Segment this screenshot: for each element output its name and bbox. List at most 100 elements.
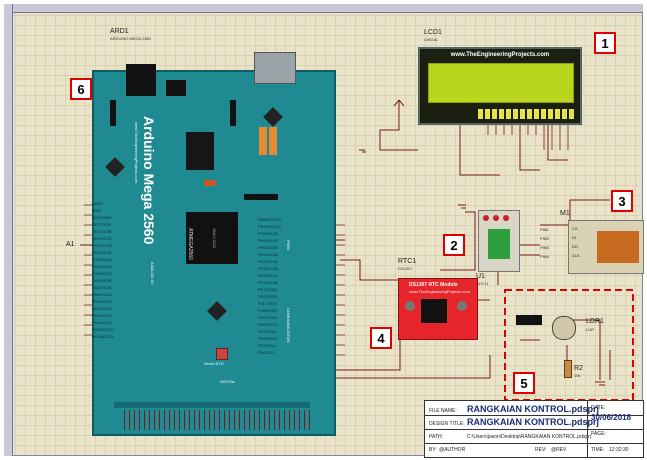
right-pin-label: PD0/SCL (258, 350, 275, 355)
right-pin-label: PH5/OC4C (258, 238, 279, 243)
lcd-screen (428, 63, 574, 103)
board-url: www.TheEngineeringProjects.com (134, 122, 139, 183)
sd-sub-label: DO (572, 244, 578, 249)
left-pin-label: PH5/OC4C (92, 271, 113, 276)
by-label: BY: (429, 447, 437, 453)
mcu-chip: ATMEGA2560 16AU 1126 (186, 212, 238, 264)
right-pin-label: PG5/OC0B (258, 266, 279, 271)
sd-sub-label: CS (572, 226, 578, 231)
file-name-label: FILE NAME: (429, 408, 457, 414)
file-name-value: RANGKAIAN KONTROL.pdsprj (467, 404, 599, 414)
fuse (259, 127, 267, 155)
by-value: @AUTHOR (439, 447, 466, 453)
resistor-r2[interactable] (564, 360, 572, 378)
annotation-5: 5 (513, 372, 535, 394)
dht11-ref: U1 (476, 273, 485, 280)
left-pin-label: PB7/OC0A (92, 306, 112, 311)
right-pin-label: PH1/TXD2 (258, 315, 278, 320)
right-pin-label: PH3/OC4A (258, 252, 278, 257)
regulator (166, 80, 186, 96)
digital-header-strip (114, 402, 310, 408)
right-pin-label: PB5/PCINT5 (258, 217, 281, 222)
lcd-model: LM016L (424, 37, 439, 42)
rtc-battery-2 (457, 301, 467, 311)
left-pin-label: PH4/OC4B (92, 264, 112, 269)
left-pin-label: PE3/OC3A (92, 250, 112, 255)
left-pin-label: PE0/RXD0 (92, 215, 112, 220)
section-analog: ANALOG IN (150, 262, 155, 284)
sd-pin-label: PIN2 (540, 236, 549, 241)
right-pin-label: PD1/SDA (258, 343, 276, 348)
rtc-model: DS1307 (398, 266, 413, 271)
arduino-ref: ARD1 (110, 28, 129, 35)
digital-pin-header[interactable] (124, 410, 312, 430)
annotation-1: 1 (594, 32, 616, 54)
right-pin-label: PH6/OC2B (258, 231, 278, 236)
path-label: PATH: (429, 434, 443, 440)
design-title-label: DESIGN TITLE: (429, 421, 465, 427)
sd-ref: M1 (560, 210, 570, 217)
left-pin-label: AREF (92, 201, 103, 206)
lcd-display[interactable]: www.TheEngineeringProjects.com (418, 47, 582, 125)
left-pin-label: PK2/ADC10 (92, 327, 114, 332)
rtc-module[interactable]: DS1307 RTC Module www.TheEngineeringProj… (398, 278, 478, 340)
resistor-value: 10k (574, 373, 581, 378)
dht11-model: DHT11 (476, 281, 489, 286)
rev-value: @REV (551, 447, 567, 453)
right-pin-label: PD2/RXD1 (258, 336, 278, 341)
right-pin-label: PE4/OC3B (258, 280, 278, 285)
left-pin-label: PH3/OC4A (92, 257, 112, 262)
diode-2 (230, 100, 236, 126)
annotation-6: 6 (70, 78, 92, 100)
power-jack (254, 52, 296, 84)
annotation-4: 4 (370, 327, 392, 349)
page-label: PAGE: (591, 431, 606, 437)
diode (110, 100, 116, 126)
ldr-model: LDR (586, 327, 595, 332)
dht11-pin-dot-2 (493, 215, 499, 221)
arduino-mega-board[interactable]: ATMEGA2560 16AU 1126 Reset BTN Arduino M… (92, 52, 336, 436)
mounting-hole-2 (105, 157, 125, 177)
left-ruler (4, 4, 13, 456)
date-label: DATE: (591, 405, 606, 411)
sd-card-slot (597, 231, 639, 263)
right-pin-label: PE1/TXD0 (258, 287, 277, 292)
annotation-3: 3 (611, 190, 633, 212)
section-digital: DIGITAL (220, 379, 236, 384)
reset-button[interactable] (216, 348, 228, 360)
usb-chip (186, 132, 214, 170)
top-ruler (4, 4, 643, 13)
rtc-ref: RTC1 (398, 258, 417, 265)
sd-sub-label: DI (572, 235, 576, 240)
mounting-hole-3 (207, 301, 227, 321)
left-pin-label: PB4/OC2A (92, 285, 112, 290)
lcd-pins (478, 109, 574, 119)
dht11-pin-dot-3 (503, 215, 509, 221)
sd-pin-label: PIN1 (540, 227, 549, 232)
usb-connector (126, 64, 156, 96)
right-pin-label: PJ1/TXD3 (258, 301, 277, 306)
section-pwm: PWM (286, 240, 291, 250)
date-value: 30/06/2018 (591, 413, 632, 422)
rtc-board-url: www.TheEngineeringProjects.com (409, 289, 470, 294)
ldr-sensor[interactable] (552, 316, 576, 340)
left-pin-label: PB6/OC1B (92, 299, 112, 304)
right-pin-label: PE0/RXD0 (258, 294, 278, 299)
left-pin-label: GND (92, 208, 101, 213)
rtc-battery (405, 301, 415, 311)
left-pin-label: PK1/ADC9 (92, 320, 112, 325)
title-block: FILE NAME: RANGKAIAN KONTROL.pdsprj DESI… (424, 400, 644, 458)
left-pin-label: PH6/OC2B (92, 278, 112, 283)
left-pin-label: PE1/TXD0 (92, 222, 111, 227)
right-pin-label: PH4/OC4B (258, 245, 278, 250)
resistor-ref: R2 (574, 365, 583, 372)
dht11-module[interactable] (478, 210, 520, 272)
left-pin-label: PE4/OC3B (92, 229, 112, 234)
annotation-2: 2 (443, 234, 465, 256)
path-value: C:\Users\jason\Desktop\RANGKAIAN KONTROL… (467, 434, 591, 440)
section-comm: COMMUNICATION (286, 308, 291, 343)
ldr-control[interactable] (516, 315, 542, 325)
left-pin-label: PB5/OC1A (92, 292, 112, 297)
